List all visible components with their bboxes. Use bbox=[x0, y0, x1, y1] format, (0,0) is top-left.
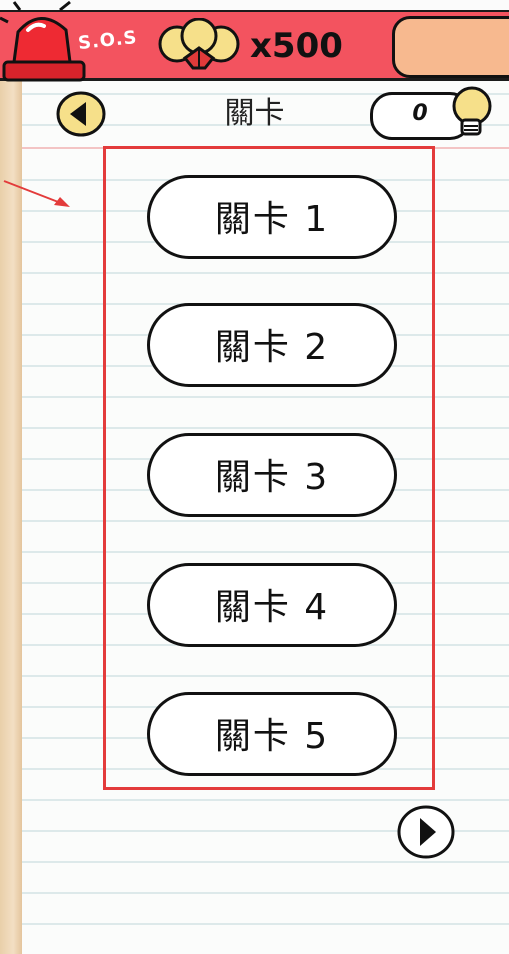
level-label: 關卡 5 bbox=[214, 716, 330, 757]
level-1-button[interactable]: 關卡 1 bbox=[147, 175, 397, 259]
hint-counter[interactable]: 0 bbox=[370, 92, 472, 140]
pointer-arrow-icon bbox=[3, 180, 70, 207]
lightbulbs-icon bbox=[158, 18, 240, 70]
level-label: 關卡 4 bbox=[214, 587, 330, 628]
back-arrow-icon bbox=[70, 102, 86, 126]
back-button[interactable] bbox=[55, 90, 107, 138]
siren-icon bbox=[0, 0, 86, 82]
next-page-button[interactable] bbox=[396, 804, 456, 860]
level-4-button[interactable]: 關卡 4 bbox=[147, 563, 397, 647]
level-label: 關卡 3 bbox=[214, 457, 330, 498]
wood-edge bbox=[0, 0, 22, 954]
hint-counter-value: 0 bbox=[412, 101, 428, 126]
level-2-button[interactable]: 關卡 2 bbox=[147, 303, 397, 387]
lightbulb-icon bbox=[452, 86, 492, 136]
level-label: 關卡 1 bbox=[214, 199, 330, 240]
level-3-button[interactable]: 關卡 3 bbox=[147, 433, 397, 517]
shop-button[interactable] bbox=[392, 16, 509, 78]
next-arrow-icon bbox=[420, 818, 436, 846]
banner-strip bbox=[0, 0, 509, 12]
page-title: 關卡 bbox=[224, 96, 285, 131]
sos-button[interactable]: S.O.S bbox=[0, 0, 138, 86]
level-5-button[interactable]: 關卡 5 bbox=[147, 692, 397, 776]
level-label: 關卡 2 bbox=[214, 327, 330, 368]
highlight-frame bbox=[103, 146, 435, 790]
hint-count: x500 bbox=[250, 26, 343, 66]
